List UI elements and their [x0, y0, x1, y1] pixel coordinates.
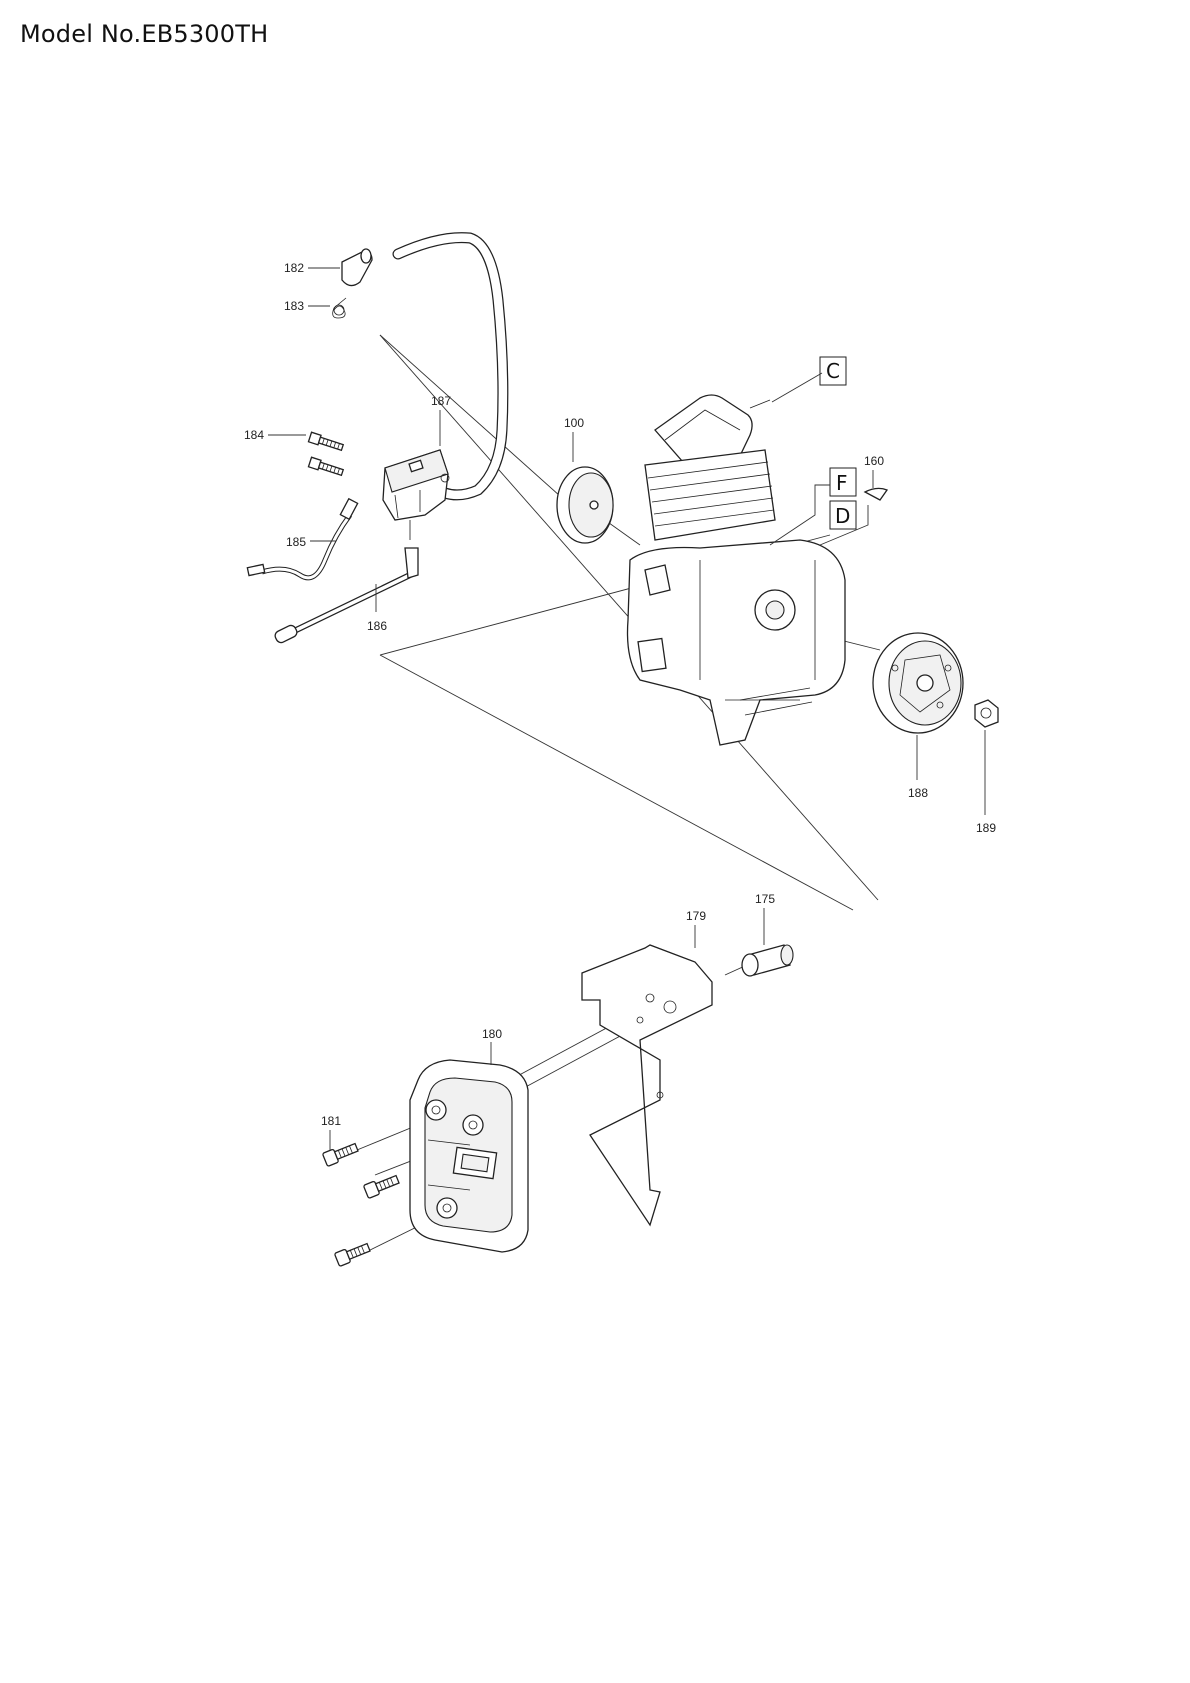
part-label-189: 189 [976, 821, 996, 835]
part-label-179: 179 [686, 909, 706, 923]
part-labels: 182 183 184 185 186 187 100 160 188 189 … [244, 261, 996, 1150]
part-label-187: 187 [431, 394, 451, 408]
ignition-coil [382, 449, 450, 521]
muffler-bolts [322, 1142, 400, 1267]
part-label-175: 175 [755, 892, 775, 906]
reference-letter-f: F [836, 471, 848, 495]
assembly-line-muffler-bottom [379, 654, 854, 911]
part-label-160: 160 [864, 454, 884, 468]
engine-assembly [626, 394, 846, 746]
spring-clip [332, 297, 347, 319]
reference-letter-d: D [835, 504, 850, 528]
spark-plug-cap [341, 248, 373, 287]
part-label-186: 186 [367, 619, 387, 633]
part-label-185: 185 [286, 535, 306, 549]
ground-wire [246, 497, 359, 581]
reference-markers: C F D [769, 356, 869, 546]
stop-switch-lead [274, 547, 419, 644]
flywheel [556, 466, 614, 544]
heat-shield [581, 944, 713, 1227]
part-label-180: 180 [482, 1027, 502, 1041]
part-label-182: 182 [284, 261, 304, 275]
part-label-100: 100 [564, 416, 584, 430]
part-label-188: 188 [908, 786, 928, 800]
muffler [409, 1059, 529, 1253]
part-label-184: 184 [244, 428, 264, 442]
clutch-assembly [872, 632, 964, 734]
bushing [741, 944, 794, 977]
ignition-cable [392, 232, 509, 501]
page-title: Model No.EB5300TH [20, 20, 269, 48]
part-label-181: 181 [321, 1114, 341, 1128]
reference-letter-c: C [826, 359, 840, 383]
clutch-nut [974, 699, 999, 728]
coil-screws [307, 431, 345, 477]
woodruff-key [863, 487, 889, 501]
part-label-183: 183 [284, 299, 304, 313]
